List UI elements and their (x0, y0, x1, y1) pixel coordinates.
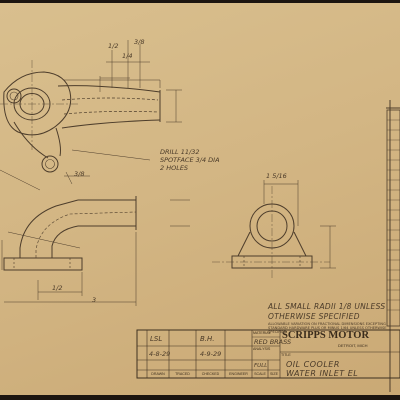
value-checked-date: 4-9-29 (200, 350, 222, 358)
value-checked-by: B.H. (200, 335, 215, 343)
bolt-hole-left (6, 88, 22, 104)
label-checked: CHECKED (201, 372, 220, 376)
side-view (212, 180, 336, 280)
dim-top-b: 1/4 (122, 52, 133, 60)
label-material: MATERIAL (253, 331, 271, 335)
label-drawn: DRAWN (151, 372, 165, 376)
tolerance-note-line3: SPECIFIED (268, 330, 287, 335)
dim-hole-note: 3/8 (74, 170, 85, 178)
radii-note-line2: OTHERWISE SPECIFIED (268, 312, 360, 321)
value-title-line1: OIL COOLER (286, 360, 340, 369)
title-block-frame (136, 329, 400, 379)
base-flange (3, 257, 83, 271)
dim-base-left: 1/2 (52, 284, 63, 292)
drill-note-line1: DRILL 11/32 (160, 148, 200, 156)
dim-top-a: 1/2 (108, 42, 119, 50)
label-scale: SCALE (254, 372, 266, 376)
elbow-outer-curve (19, 199, 79, 258)
tolerance-note-line1: ALLOWABLE VARIATION ON FRACTIONAL DIMENS… (268, 322, 386, 326)
company-name: SCRIPPS MOTOR (282, 330, 370, 341)
general-notes: ALL SMALL RADII 1/8 UNLESS OTHERWISE SPE… (268, 302, 387, 335)
drill-note-line3: 2 HOLES (160, 164, 189, 172)
bolt-hole-lower (41, 155, 59, 173)
radii-note-line1: ALL SMALL RADII 1/8 UNLESS (268, 302, 386, 311)
company-location: DETROIT, MICH (338, 343, 368, 348)
dim-section-top: 1 5/16 (266, 172, 287, 180)
flange-arm-left (13, 121, 49, 159)
value-drawn-date: 4-8-29 (149, 350, 171, 358)
drill-note: DRILL 11/32 SPOTFACE 3/4 DIA 2 HOLES (160, 148, 220, 172)
top-view (0, 40, 182, 191)
label-title: TITLE (281, 353, 291, 357)
dim-top-c: 3/8 (134, 38, 145, 46)
value-drawn-by: LSL (150, 335, 163, 343)
elbow-top-edge (57, 85, 161, 93)
label-analysis: ANALYSIS (253, 347, 271, 351)
value-material: RED BRASS (254, 338, 292, 346)
elbow-bottom-edge (61, 119, 161, 129)
dim-base-width: 3 (92, 296, 97, 304)
label-traced: TRACED (175, 372, 190, 376)
value-title-line2: WATER INLET EL (286, 369, 359, 378)
revision-column (386, 109, 400, 327)
flange-arm-right (55, 127, 61, 157)
front-view (1, 196, 190, 306)
elbow-inner-curve (51, 225, 79, 258)
value-scale: FULL (254, 363, 268, 369)
drill-note-line2: SPOTFACE 3/4 DIA (160, 156, 220, 164)
flange-outline (3, 71, 72, 136)
label-size: SIZE (270, 372, 278, 376)
label-engineer: ENGINEER (229, 372, 248, 376)
tolerance-note-line2: STANDARD HARDWARE PLUS OR MINUS 1/64 UNL… (268, 326, 387, 331)
